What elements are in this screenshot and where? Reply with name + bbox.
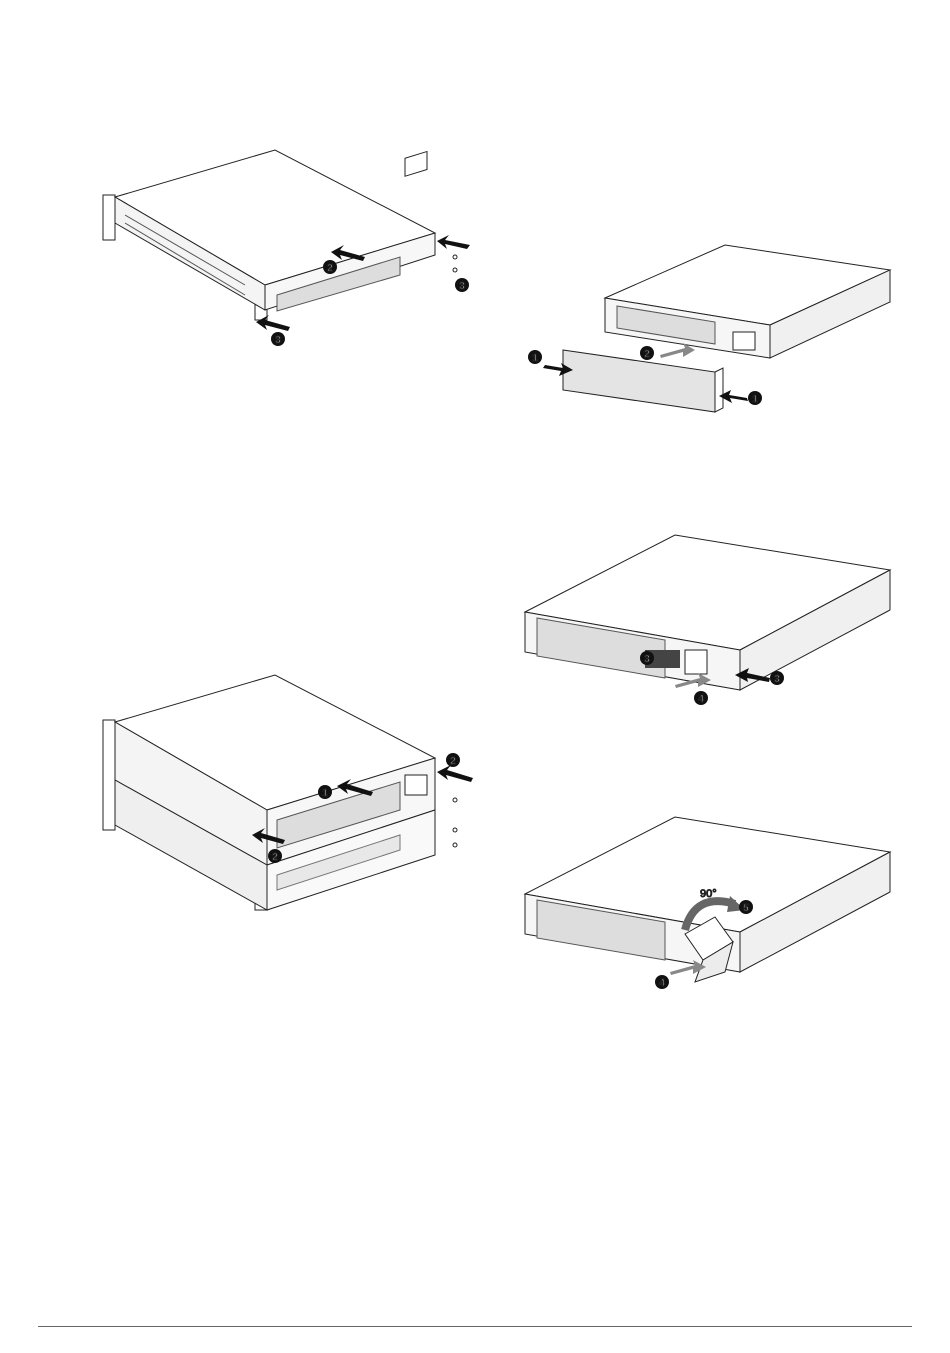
svg-text:2: 2 — [644, 349, 650, 360]
rack-rail-left — [103, 195, 115, 240]
callout-badge: 2 — [268, 849, 282, 863]
svg-text:2: 2 — [450, 756, 456, 767]
rack-rail-left — [103, 720, 115, 830]
svg-text:4: 4 — [659, 978, 665, 989]
arrow-in — [256, 315, 290, 331]
callout-badge: 5 — [739, 900, 753, 914]
arrow-in — [437, 235, 470, 249]
footer-divider — [38, 1326, 912, 1327]
callout-badge: 1 — [318, 785, 332, 799]
callout-badge: 3 — [770, 671, 784, 685]
angle-label: 90° — [700, 888, 717, 900]
figure-front-cover-removal: 1 2 1 — [515, 240, 895, 415]
figure-rack-front-panel-install: 2 3 3 — [95, 145, 515, 355]
svg-text:2: 2 — [272, 852, 278, 863]
figure-display-module-rotate: 90° 5 4 — [515, 812, 895, 992]
svg-text:3: 3 — [644, 654, 650, 665]
arrow-in — [437, 765, 473, 782]
svg-text:1: 1 — [532, 353, 538, 364]
svg-text:3: 3 — [275, 335, 281, 346]
callout-badge: 2 — [446, 753, 460, 767]
svg-text:3: 3 — [459, 281, 465, 292]
svg-text:2: 2 — [327, 263, 333, 274]
callout-badge: 4 — [655, 975, 669, 989]
callout-badge: 1 — [748, 391, 762, 405]
svg-text:4: 4 — [698, 694, 704, 705]
figure-display-module-removal: 3 4 3 — [515, 530, 895, 710]
callout-badge: 4 — [694, 691, 708, 705]
svg-text:5: 5 — [743, 903, 749, 914]
callout-badge: 2 — [323, 260, 337, 274]
svg-text:3: 3 — [774, 674, 780, 685]
svg-text:1: 1 — [752, 394, 758, 405]
callout-badge: 3 — [640, 651, 654, 665]
callout-badge: 3 — [455, 278, 469, 292]
callout-badge: 3 — [271, 332, 285, 346]
svg-text:1: 1 — [322, 788, 328, 799]
callout-badge: 1 — [528, 350, 542, 364]
callout-badge: 2 — [640, 346, 654, 360]
figure-rack-two-unit-install: 1 2 2 — [95, 670, 515, 915]
